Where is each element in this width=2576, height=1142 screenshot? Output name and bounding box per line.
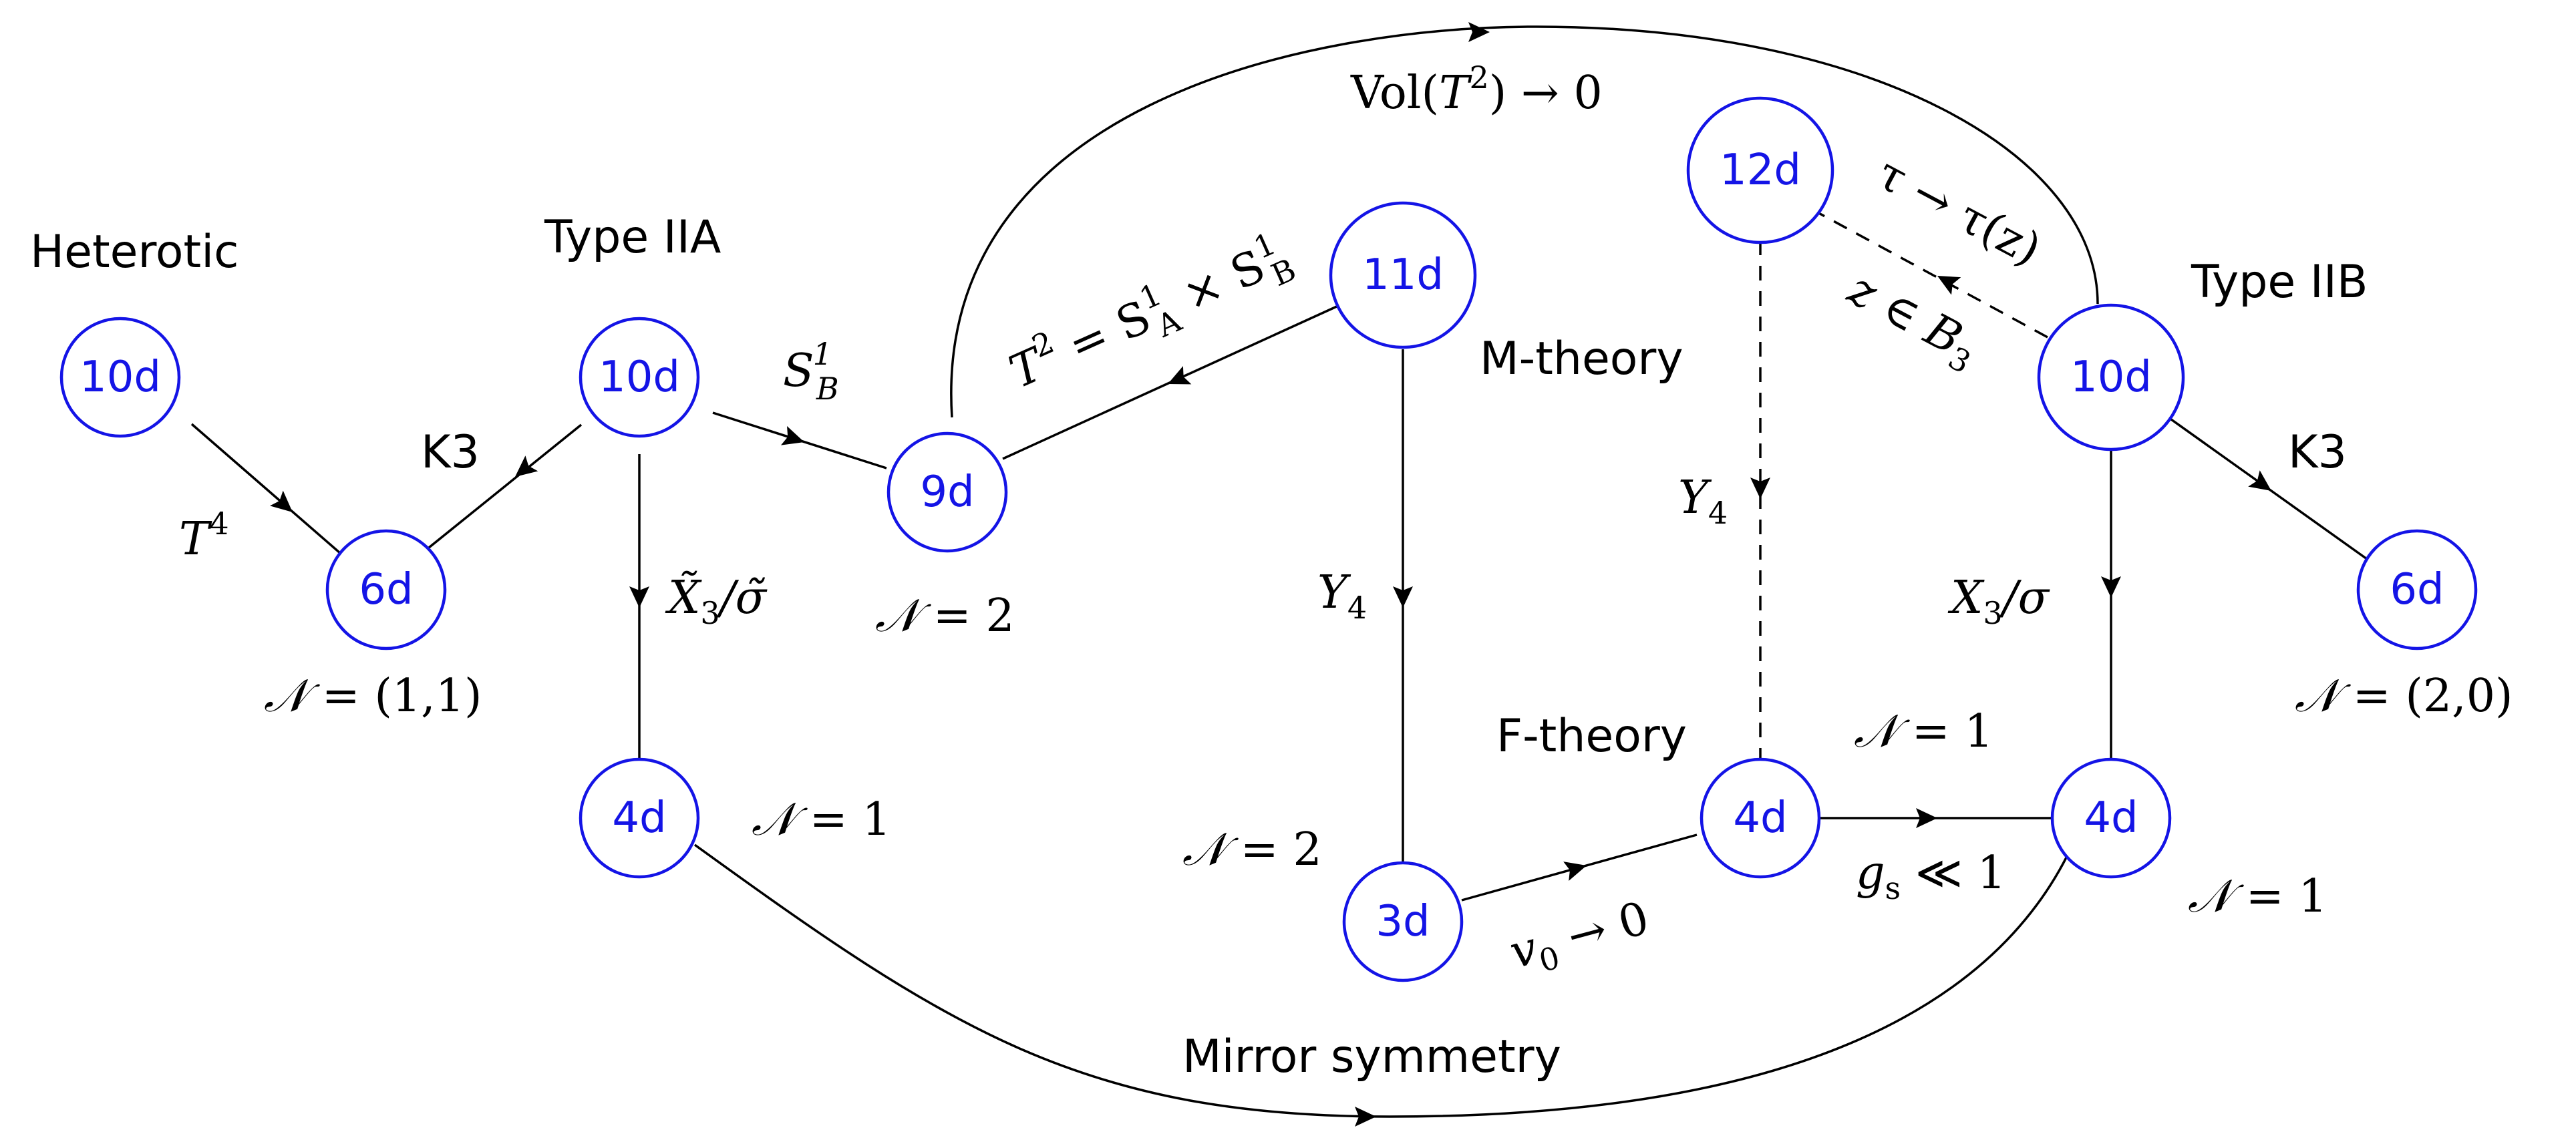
node-heterotic-10d: 10d: [59, 317, 181, 438]
label-t2: T2 = S1A × S1B: [999, 222, 1301, 406]
node-label: 10d: [79, 353, 161, 402]
label-type-iia: Type IIA: [544, 211, 721, 264]
arrowhead-y4-m: [1393, 586, 1413, 608]
arrowhead-k3-left: [515, 455, 538, 477]
label-susy-f-4d: 𝒩 = 1: [1854, 705, 1993, 758]
label-k3-right: K3: [2288, 426, 2347, 479]
node-label: 12d: [1720, 146, 1801, 195]
edge-mirror-arc: [693, 843, 2072, 1118]
node-iib-10d: 10d: [2037, 303, 2185, 451]
arrowhead-sb1: [780, 426, 804, 445]
node-heterotic-6d: 6d: [325, 529, 447, 650]
arrowhead-t2: [1168, 366, 1192, 385]
arrowhead-tau: [1937, 276, 1961, 295]
label-susy-9d: 𝒩 = 2: [875, 590, 1015, 642]
node-iib-4d: 4d: [2050, 757, 2172, 879]
arrowhead-k3-right: [2248, 470, 2271, 491]
node-m-11d: 11d: [1329, 201, 1477, 349]
node-9d: 9d: [887, 431, 1008, 553]
label-tau: τ → τ(z): [1869, 147, 2049, 276]
arrowhead-y4-f: [1750, 478, 1770, 499]
arrowhead-vol: [1468, 22, 1490, 42]
label-v0: v0 → 0: [1504, 892, 1656, 986]
label-x3: X3/σ: [1947, 572, 2050, 631]
susy-labels: 𝒩 = (1,1) 𝒩 = 1 𝒩 = 2 𝒩 = 2 𝒩 = 1 𝒩 = 1 …: [264, 590, 2513, 923]
label-susy-iia-4d: 𝒩 = 1: [752, 793, 891, 846]
node-label: 10d: [599, 353, 680, 402]
node-label: 9d: [920, 467, 974, 517]
arrowhead-x3-tilde: [629, 586, 649, 608]
label-y4-m: Y4: [1317, 566, 1367, 626]
label-susy-3d: 𝒩 = 2: [1182, 823, 1322, 876]
nodes: 10d 6d 10d 4d 9d 11d 3d 12d: [59, 96, 2478, 982]
label-z-in-b3: z ∈ B3: [1836, 262, 1987, 381]
arrowhead-v0: [1563, 862, 1587, 882]
node-iia-4d: 4d: [579, 757, 700, 879]
node-label: 6d: [2390, 565, 2444, 614]
node-label: 11d: [1362, 250, 1444, 300]
edge-iib-10d-to-12d: [1813, 209, 2048, 339]
node-f-12d: 12d: [1686, 96, 1834, 244]
arrowhead-gs: [1916, 808, 1937, 828]
label-susy-iib-4d: 𝒩 = 1: [2188, 870, 2327, 923]
label-mirror-symmetry: Mirror symmetry: [1182, 1030, 1561, 1083]
node-label: 3d: [1376, 897, 1430, 946]
arrowhead-het: [270, 490, 293, 512]
label-susy-het-6d: 𝒩 = (1,1): [264, 670, 482, 723]
node-label: 4d: [1733, 793, 1787, 843]
node-m-3d: 3d: [1342, 861, 1464, 982]
node-label: 6d: [359, 565, 413, 614]
label-x3-tilde: X̃3/σ̃: [665, 572, 768, 631]
node-iib-6d: 6d: [2356, 529, 2478, 650]
node-iia-10d: 10d: [579, 317, 700, 438]
label-m-theory: M-theory: [1480, 333, 1683, 385]
label-f-theory: F-theory: [1496, 710, 1687, 763]
label-k3-left: K3: [421, 426, 480, 479]
label-t4: T4: [179, 506, 229, 566]
label-heterotic: Heterotic: [30, 226, 238, 278]
edge-het-10d-to-6d: [190, 423, 352, 564]
edge-top-arc: [950, 25, 2099, 418]
edge-iia-10d-to-het-6d: [428, 423, 583, 549]
node-f-4d: 4d: [1700, 757, 1821, 879]
arrowhead-x3: [2101, 576, 2121, 598]
theory-labels: Heterotic Type IIA M-theory Type IIB F-t…: [30, 211, 2368, 763]
label-type-iib: Type IIB: [2191, 256, 2368, 309]
label-y4-f: Y4: [1678, 471, 1728, 531]
edges: [190, 22, 2373, 1127]
node-label: 10d: [2070, 353, 2152, 402]
label-susy-iib-6d: 𝒩 = (2,0): [2295, 670, 2513, 723]
arrowhead-mirror: [1355, 1107, 1376, 1127]
label-gs: gs ≪ 1: [1856, 847, 2006, 906]
node-label: 4d: [612, 793, 666, 843]
label-vol: Vol(T2) → 0: [1350, 59, 1603, 120]
node-label: 4d: [2084, 793, 2138, 843]
